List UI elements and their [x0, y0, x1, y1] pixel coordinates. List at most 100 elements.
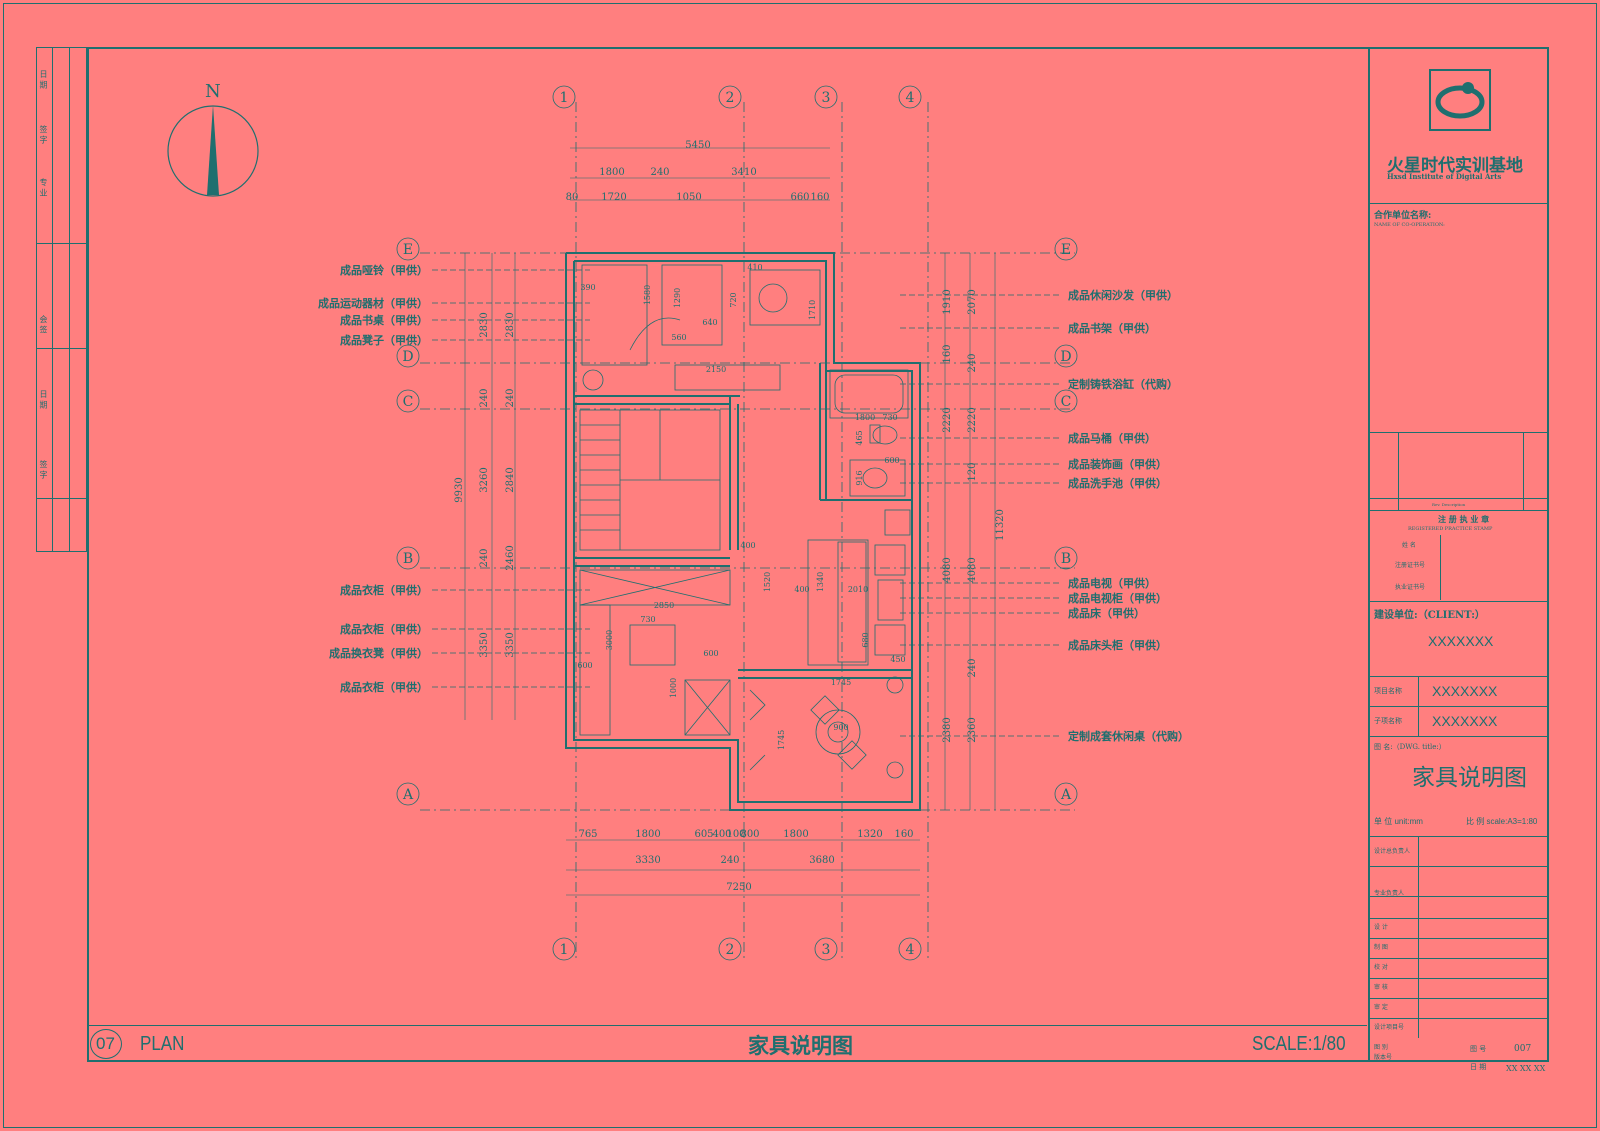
dim-text: 600	[703, 649, 718, 658]
sheet-no-label: 图 号	[1470, 1045, 1487, 1053]
dim-text: 160	[810, 192, 829, 203]
bottom-dimension-lines	[566, 839, 920, 896]
grid-bubble-C-left	[396, 389, 420, 413]
client-label: 建设单位:（CLIENT:）	[1374, 610, 1485, 621]
dim-text: 1910	[942, 289, 953, 314]
grid-label: 2	[726, 942, 735, 958]
callout-label: 成品洗手池（甲供）	[1068, 477, 1167, 490]
callout-label: 成品衣柜（甲供）	[340, 584, 428, 597]
dim-text: 2360	[967, 717, 978, 742]
title-block-divider	[1370, 510, 1548, 511]
callout-label: 成品书桌（甲供）	[340, 314, 428, 327]
dim-text: 240	[505, 388, 516, 407]
grid-label: E	[1061, 242, 1071, 258]
grid-label: 2	[726, 90, 735, 106]
grid-bubble-D-right	[1054, 344, 1078, 368]
dim-text: 1290	[673, 288, 682, 308]
dim-text: 916	[855, 470, 864, 485]
coop-label: 合作单位名称:	[1374, 211, 1432, 221]
dim-text: 1720	[601, 192, 626, 203]
left-dimension-lines	[464, 253, 516, 720]
dim-text: 400	[740, 541, 755, 550]
dim-text: 3350	[479, 632, 490, 657]
dim-text: 680	[861, 632, 870, 647]
callout-label: 成品休闲沙发（甲供）	[1068, 289, 1178, 302]
dim-text: 1580	[643, 285, 652, 305]
project-column	[1418, 676, 1419, 736]
dim-text: 1800	[855, 413, 875, 422]
dim-text: 390	[580, 283, 595, 292]
project-label: 项目名称	[1374, 687, 1402, 695]
dim-text: 240	[720, 855, 739, 866]
dim-text: 240	[967, 658, 978, 677]
signature-row-label: 图 别	[1374, 1044, 1388, 1051]
dim-text: 3000	[605, 630, 614, 650]
left-strip-item: 日 期	[39, 70, 48, 89]
sheet-border-outer	[3, 3, 1597, 1128]
grid-bubble-E-left	[396, 237, 420, 261]
right-dimension-lines	[944, 253, 996, 810]
logo-subtitle: Hxsd Institute of Digital Arts	[1387, 172, 1502, 181]
dim-text: 120	[967, 462, 978, 481]
signature-row-label: 制 图	[1374, 944, 1388, 951]
callout-label: 成品衣柜（甲供）	[340, 681, 428, 694]
signature-table	[1370, 836, 1548, 1038]
signature-row-label: 设计项目号	[1374, 1024, 1405, 1031]
callout-label: 成品书架（甲供）	[1068, 322, 1156, 335]
title-block-divider	[1370, 676, 1548, 677]
grid-label: C	[403, 394, 414, 410]
callout-label: 定制成套休闲桌（代购）	[1068, 730, 1189, 743]
dim-text: 400	[794, 585, 809, 594]
dim-text: 3260	[479, 467, 490, 492]
dim-text: 160	[894, 829, 913, 840]
grid-label: B	[1061, 551, 1071, 567]
left-strip-item: 签 字	[39, 125, 48, 144]
drawing-title-label: 图 名:（DWG. title:）	[1374, 743, 1446, 751]
top-dimension-lines	[570, 147, 830, 201]
dim-text: 1050	[676, 192, 701, 203]
date-value: XX XX XX	[1506, 1064, 1546, 1073]
dim-text: 11320	[995, 509, 1006, 541]
signature-row-label: 版本号	[1374, 1054, 1393, 1061]
seal-label: 执业证书号	[1395, 584, 1426, 591]
dim-text: 1520	[763, 572, 772, 592]
cert-label: 注册证书号	[1395, 562, 1426, 569]
project-value: XXXXXXX	[1432, 683, 1498, 699]
dim-text: 2850	[654, 601, 674, 610]
dim-text: 605	[694, 829, 713, 840]
drawing-title-value: 家具说明图	[1412, 764, 1527, 790]
callout-label: 成品床头柜（甲供）	[1068, 639, 1167, 652]
dim-text: 730	[640, 615, 655, 624]
callout-label: 成品运动器材（甲供）	[318, 297, 428, 310]
grid-label: B	[403, 551, 413, 567]
dim-text: 3330	[635, 855, 660, 866]
signature-row-label: 设 计	[1374, 924, 1388, 931]
title-block	[1368, 47, 1549, 1062]
dim-text: 720	[729, 292, 738, 307]
unit-label: 单 位 unit:mm	[1374, 817, 1423, 826]
drawing-title: 家具说明图	[748, 1033, 853, 1058]
left-strip-item: 签 字	[39, 460, 48, 479]
name-label: 姓 名	[1402, 542, 1416, 549]
title-block-divider	[1370, 203, 1548, 204]
north-needle	[207, 105, 219, 195]
dim-text: 765	[578, 829, 597, 840]
dim-text: 160	[942, 344, 953, 363]
grid-bubble-B-right	[1054, 546, 1078, 570]
callout-label: 成品电视柜（甲供）	[1068, 592, 1167, 605]
dim-text: 80	[566, 192, 579, 203]
dim-text: 1000	[669, 678, 678, 698]
grid-bubble-2-top	[718, 85, 742, 109]
dim-text: 2070	[967, 289, 978, 314]
callout-label: 成品凳子（甲供）	[340, 334, 428, 347]
dim-text: 2830	[505, 312, 516, 337]
north-label: N	[205, 81, 221, 102]
dim-text: 1800	[635, 829, 660, 840]
title-block-divider	[1370, 706, 1548, 707]
staircase	[579, 409, 721, 551]
callout-label: 定制铸铁浴缸（代购）	[1068, 378, 1178, 391]
signature-row-label: 设计总负责人	[1374, 848, 1411, 855]
signature-row-label: 审 核	[1374, 984, 1388, 991]
registered-label: 注 册 执 业 章	[1438, 514, 1490, 524]
grid-bubble-D-left	[396, 344, 420, 368]
